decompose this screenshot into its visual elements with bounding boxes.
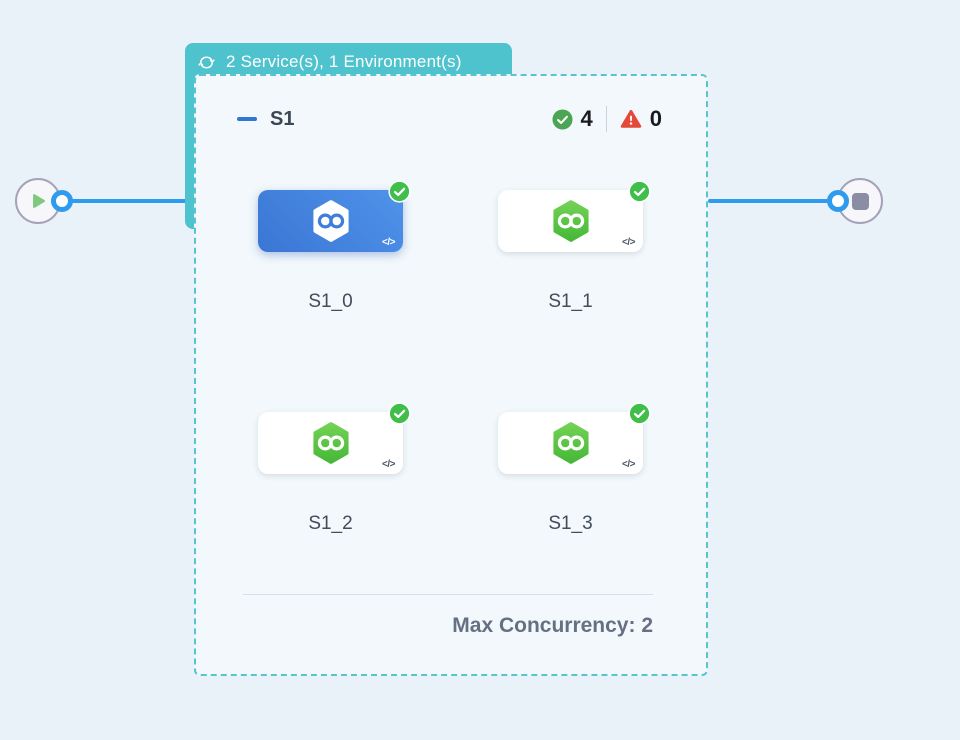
end-node-in-port	[827, 190, 849, 212]
stage-footer-divider	[243, 594, 653, 595]
loop-icon	[198, 56, 215, 68]
edge-start-to-stage	[60, 199, 194, 203]
service-card-s1-0[interactable]: </>	[258, 180, 411, 252]
success-badge-icon	[628, 180, 651, 203]
service-label: S1_3	[548, 513, 593, 534]
success-count: 4	[580, 106, 593, 131]
badge-label: 2 Service(s), 1 Environment(s)	[226, 52, 462, 71]
collapse-stage-button[interactable]	[237, 117, 257, 121]
code-icon: </>	[382, 459, 395, 470]
success-badge-icon	[628, 402, 651, 425]
success-check-circle-icon	[551, 108, 573, 130]
success-badge-icon	[388, 180, 411, 203]
max-concurrency-label: Max Concurrency: 2	[452, 614, 653, 637]
failure-count: 0	[649, 106, 662, 131]
service-hexagon-infinity-icon	[312, 422, 349, 464]
stage-matrix-container: S1 4 0	[194, 74, 708, 676]
success-badge-icon	[388, 402, 411, 425]
play-icon	[33, 194, 45, 208]
service-hexagon-infinity-icon	[312, 200, 349, 242]
service-hexagon-infinity-icon	[552, 200, 589, 242]
code-icon: </>	[622, 459, 635, 470]
edge-stage-to-end	[708, 199, 838, 203]
service-label: S1_1	[548, 291, 593, 312]
service-hexagon-infinity-icon	[552, 422, 589, 464]
stop-icon	[851, 192, 869, 210]
service-card-s1-1[interactable]: </>	[498, 180, 651, 252]
service-label: S1_0	[308, 291, 353, 312]
stage-header: S1 4 0	[237, 105, 662, 133]
service-card-s1-3[interactable]: </>	[498, 402, 651, 474]
service-label: S1_2	[308, 513, 353, 534]
stage-name: S1	[270, 107, 295, 130]
start-node-out-port	[51, 190, 73, 212]
service-card-s1-2[interactable]: </>	[258, 402, 411, 474]
code-icon: </>	[622, 237, 635, 248]
stage-status: 4 0	[551, 106, 662, 132]
code-icon: </>	[382, 237, 395, 248]
failure-warning-triangle-icon	[620, 109, 642, 128]
status-divider	[605, 106, 607, 132]
